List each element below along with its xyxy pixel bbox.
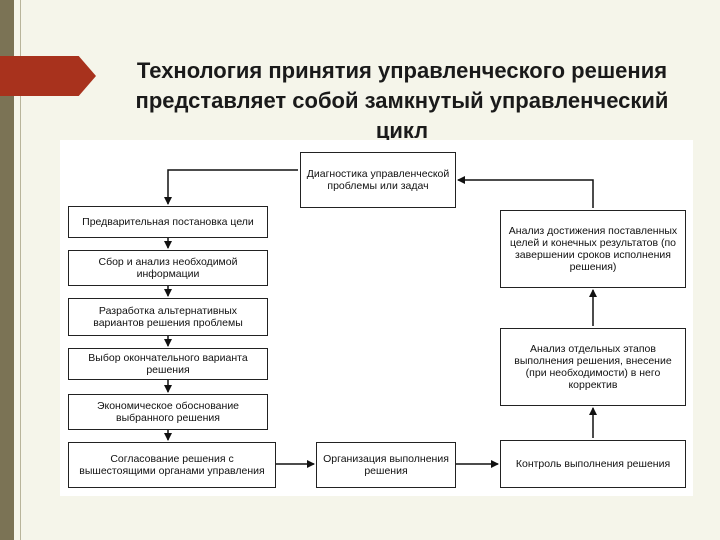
arrow-goals-to-diagnostics bbox=[457, 176, 594, 208]
slide-title: Технология принятия управленческого реше… bbox=[96, 56, 708, 146]
diagram-connectors bbox=[164, 169, 597, 468]
box-control: Контроль выполнения решения bbox=[500, 440, 686, 488]
title-accent-arrow bbox=[0, 56, 96, 96]
box-final-choice: Выбор окончательного варианта решения bbox=[68, 348, 268, 380]
box-economic-justification: Экономическое обоснование выбранного реш… bbox=[68, 394, 268, 430]
title-line-1: Технология принятия управленческого реше… bbox=[136, 58, 668, 83]
side-decoration-band bbox=[0, 0, 14, 540]
box-goal-analysis: Анализ достижения поставленных целей и к… bbox=[500, 210, 686, 288]
box-approval: Согласование решения с вышестоящими орга… bbox=[68, 442, 276, 488]
title-line-2: представляет собой замкнутый управленчес… bbox=[135, 88, 669, 113]
box-diagnostics: Диагностика управленческой проблемы или … bbox=[300, 152, 456, 208]
box-organization: Организация выполнения решения bbox=[316, 442, 456, 488]
box-stage-analysis: Анализ отдельных этапов выполнения решен… bbox=[500, 328, 686, 406]
title-line-3: цикл bbox=[375, 118, 429, 143]
arrow-diagnostics-to-goal bbox=[164, 169, 298, 205]
box-info-gathering: Сбор и анализ необходимой информации bbox=[68, 250, 268, 286]
side-decoration-line bbox=[20, 0, 21, 540]
decision-cycle-diagram: Диагностика управленческой проблемы или … bbox=[60, 140, 693, 496]
box-goal-setting: Предварительная постановка цели bbox=[68, 206, 268, 238]
box-alternatives: Разработка альтернативных вариантов реше… bbox=[68, 298, 268, 336]
